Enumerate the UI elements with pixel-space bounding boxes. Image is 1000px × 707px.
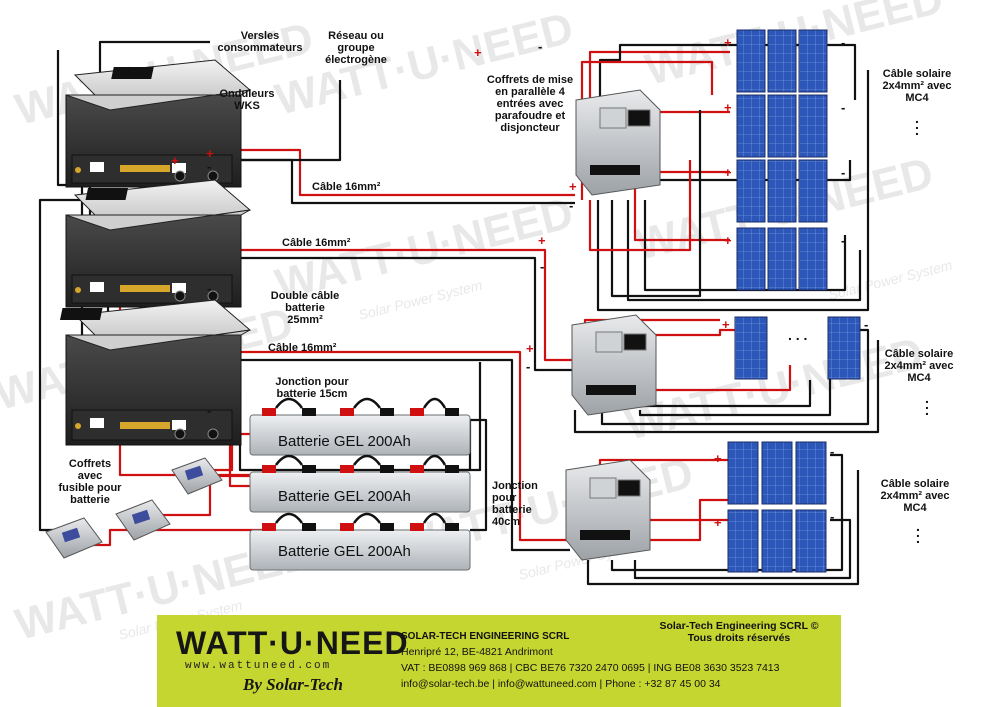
continuation-dots: . . . [916, 518, 920, 546]
label-cable-16mm-b: Câble 16mm² [282, 237, 351, 249]
minus-sign: - [540, 259, 545, 274]
string-5-negative [600, 328, 870, 426]
string-6-negative [638, 375, 832, 417]
cable-16mm-1-negative [210, 158, 575, 205]
fuse-box-1 [171, 457, 223, 495]
minus-sign: - [864, 317, 869, 332]
minus-sign: - [569, 198, 574, 213]
label-cable-16mm-c: Câble 16mm² [268, 342, 337, 354]
plus-sign: + [724, 233, 732, 248]
inverter-1 [65, 59, 252, 188]
brand-logo: WATT·U·NEED [176, 625, 409, 661]
junction-40cm [470, 418, 488, 532]
string-7-negative [573, 340, 880, 434]
solar-array-1 [736, 29, 828, 291]
label-combiner: Coffrets de mise en parallèle 4 entrées … [486, 74, 574, 134]
battery-label-2: Batterie GEL 200Ah [278, 488, 411, 505]
string-cross-1 [596, 70, 870, 312]
battery-1 [249, 397, 471, 456]
string-9-negative [610, 453, 844, 572]
company-contact: info@solar-tech.be | info@wattuneed.com … [401, 678, 721, 690]
inverter-2 [65, 179, 252, 308]
battery-3 [249, 512, 471, 571]
fuse-box-3 [45, 517, 103, 559]
label-fuse-boxes: Coffrets avec fusible pour batterie [58, 458, 122, 506]
plus-sign: + [724, 35, 732, 50]
label-solar-cable-3: Câble solaire 2x4mm² avec MC4 [880, 478, 950, 514]
minus-sign: - [207, 281, 212, 296]
plus-sign: + [569, 179, 577, 194]
inverter-3 [59, 299, 252, 446]
label-junction-40: Jonction pour batterie 40cm [492, 480, 538, 528]
label-solar-cable-2: Câble solaire 2x4mm² avec MC4 [884, 348, 954, 384]
fuse-wire-1 [200, 432, 262, 472]
continuation-dots: . . . [915, 110, 919, 138]
minus-sign: - [830, 444, 835, 459]
string-1-negative [598, 43, 857, 170]
copyright-notice: Solar-Tech Engineering SCRL © Tous droit… [659, 620, 819, 644]
plus-sign: + [206, 146, 214, 161]
string-12-positive [645, 498, 728, 542]
plus-sign: + [724, 100, 732, 115]
plus-sign: + [714, 451, 722, 466]
combiner-box-2 [571, 314, 657, 416]
footer-banner: WATT·U·NEED www.wattuneed.com By Solar-T… [157, 615, 841, 707]
minus-sign: - [526, 359, 531, 374]
plus-sign: + [526, 341, 534, 356]
minus-sign: - [841, 100, 846, 115]
minus-sign: - [538, 39, 543, 54]
combiner-box-3 [565, 459, 651, 561]
plus-sign: + [722, 317, 730, 332]
junction-40cm-b [458, 362, 482, 472]
fuse-wire-2 [150, 474, 250, 517]
battery-label-3: Batterie GEL 200Ah [278, 543, 411, 560]
battery-2 [249, 454, 471, 513]
plus-sign: + [724, 165, 732, 180]
label-inverters: Onduleurs WKS [219, 88, 275, 112]
plus-sign: + [171, 153, 179, 168]
string-cross-4 [588, 160, 692, 252]
battery-label-1: Batterie GEL 200Ah [278, 433, 411, 450]
company-name: SOLAR-TECH ENGINEERING SCRL [401, 631, 570, 642]
fuse-wire-3 [80, 528, 262, 547]
fuse-box-2 [115, 499, 171, 541]
string-11-negative [586, 470, 860, 586]
label-consumers: Versles consommateurs [217, 30, 303, 54]
company-vat: VAT : BE0898 969 868 | CBC BE76 7320 247… [401, 662, 780, 674]
label-junction-15: Jonction pour batterie 15cm [275, 376, 349, 400]
minus-sign: - [830, 509, 835, 524]
label-solar-cable-1: Câble solaire 2x4mm² avec MC4 [882, 68, 952, 104]
minus-sign: - [841, 165, 846, 180]
brand-url: www.wattuneed.com [185, 660, 332, 672]
solar-array-2 [734, 316, 861, 380]
string-cross-2 [610, 110, 702, 298]
brand-tagline: By Solar-Tech [243, 675, 343, 694]
minus-sign: - [841, 233, 846, 248]
minus-sign: - [207, 159, 212, 174]
string-4-positive [633, 170, 730, 242]
solar-array-3 [727, 441, 827, 573]
minus-sign: - [841, 35, 846, 50]
label-cable-16mm-a: Câble 16mm² [312, 181, 381, 193]
string-10-negative [633, 518, 852, 580]
company-address: Henripré 12, BE-4821 Andrimont [401, 646, 553, 658]
continuation-dots: . . . [788, 327, 808, 343]
label-double-cable: Double câble batterie 25mm² [270, 290, 340, 326]
plus-sign: + [714, 515, 722, 530]
continuation-dots: . . . [925, 390, 929, 418]
plus-sign: + [474, 45, 482, 60]
label-grid: Réseau ou groupe électrogène [325, 30, 387, 66]
plus-sign: + [538, 233, 546, 248]
combiner-box-1 [575, 89, 661, 196]
minus-sign: - [207, 403, 212, 418]
